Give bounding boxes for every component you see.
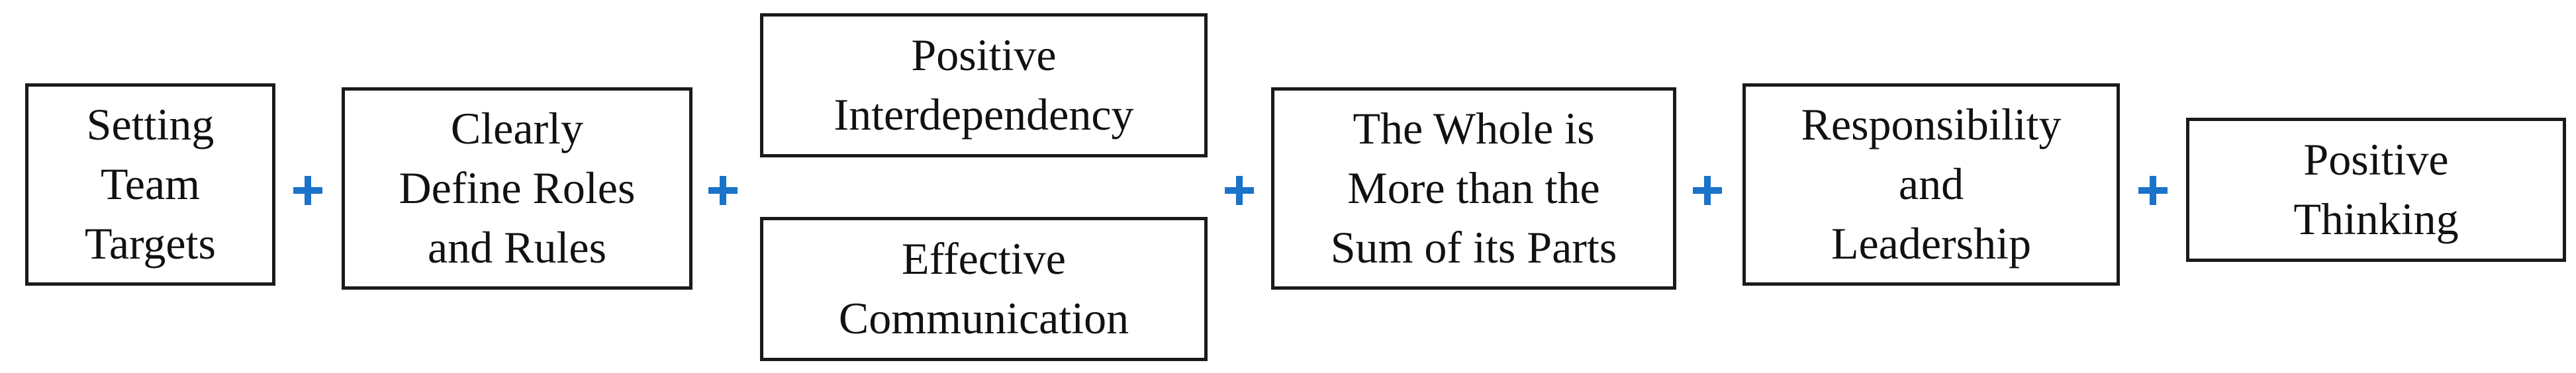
box-responsibility-leadership: Responsibility and Leadership — [1742, 83, 2120, 286]
box-effective-communication: Effective Communication — [760, 217, 1208, 361]
box-label: Setting Team Targets — [85, 99, 216, 269]
plus-icon — [281, 164, 334, 217]
box-whole-more-than-sum: The Whole is More than the Sum of its Pa… — [1271, 87, 1676, 290]
box-label: Positive Thinking — [2293, 134, 2459, 244]
box-label: Positive Interdependency — [834, 30, 1134, 140]
box-positive-thinking: Positive Thinking — [2186, 118, 2566, 262]
box-label: Effective Communication — [838, 233, 1129, 343]
box-setting-team-targets: Setting Team Targets — [25, 83, 275, 286]
box-clearly-define-roles: Clearly Define Roles and Rules — [342, 87, 692, 290]
plus-icon — [696, 164, 749, 217]
box-positive-interdependency: Positive Interdependency — [760, 13, 1208, 157]
plus-icon — [1681, 164, 1734, 217]
plus-icon — [2126, 164, 2179, 217]
box-label: Clearly Define Roles and Rules — [399, 103, 636, 272]
box-label: Responsibility and Leadership — [1801, 99, 2062, 269]
plus-icon — [1213, 164, 1266, 217]
box-label: The Whole is More than the Sum of its Pa… — [1330, 103, 1617, 272]
